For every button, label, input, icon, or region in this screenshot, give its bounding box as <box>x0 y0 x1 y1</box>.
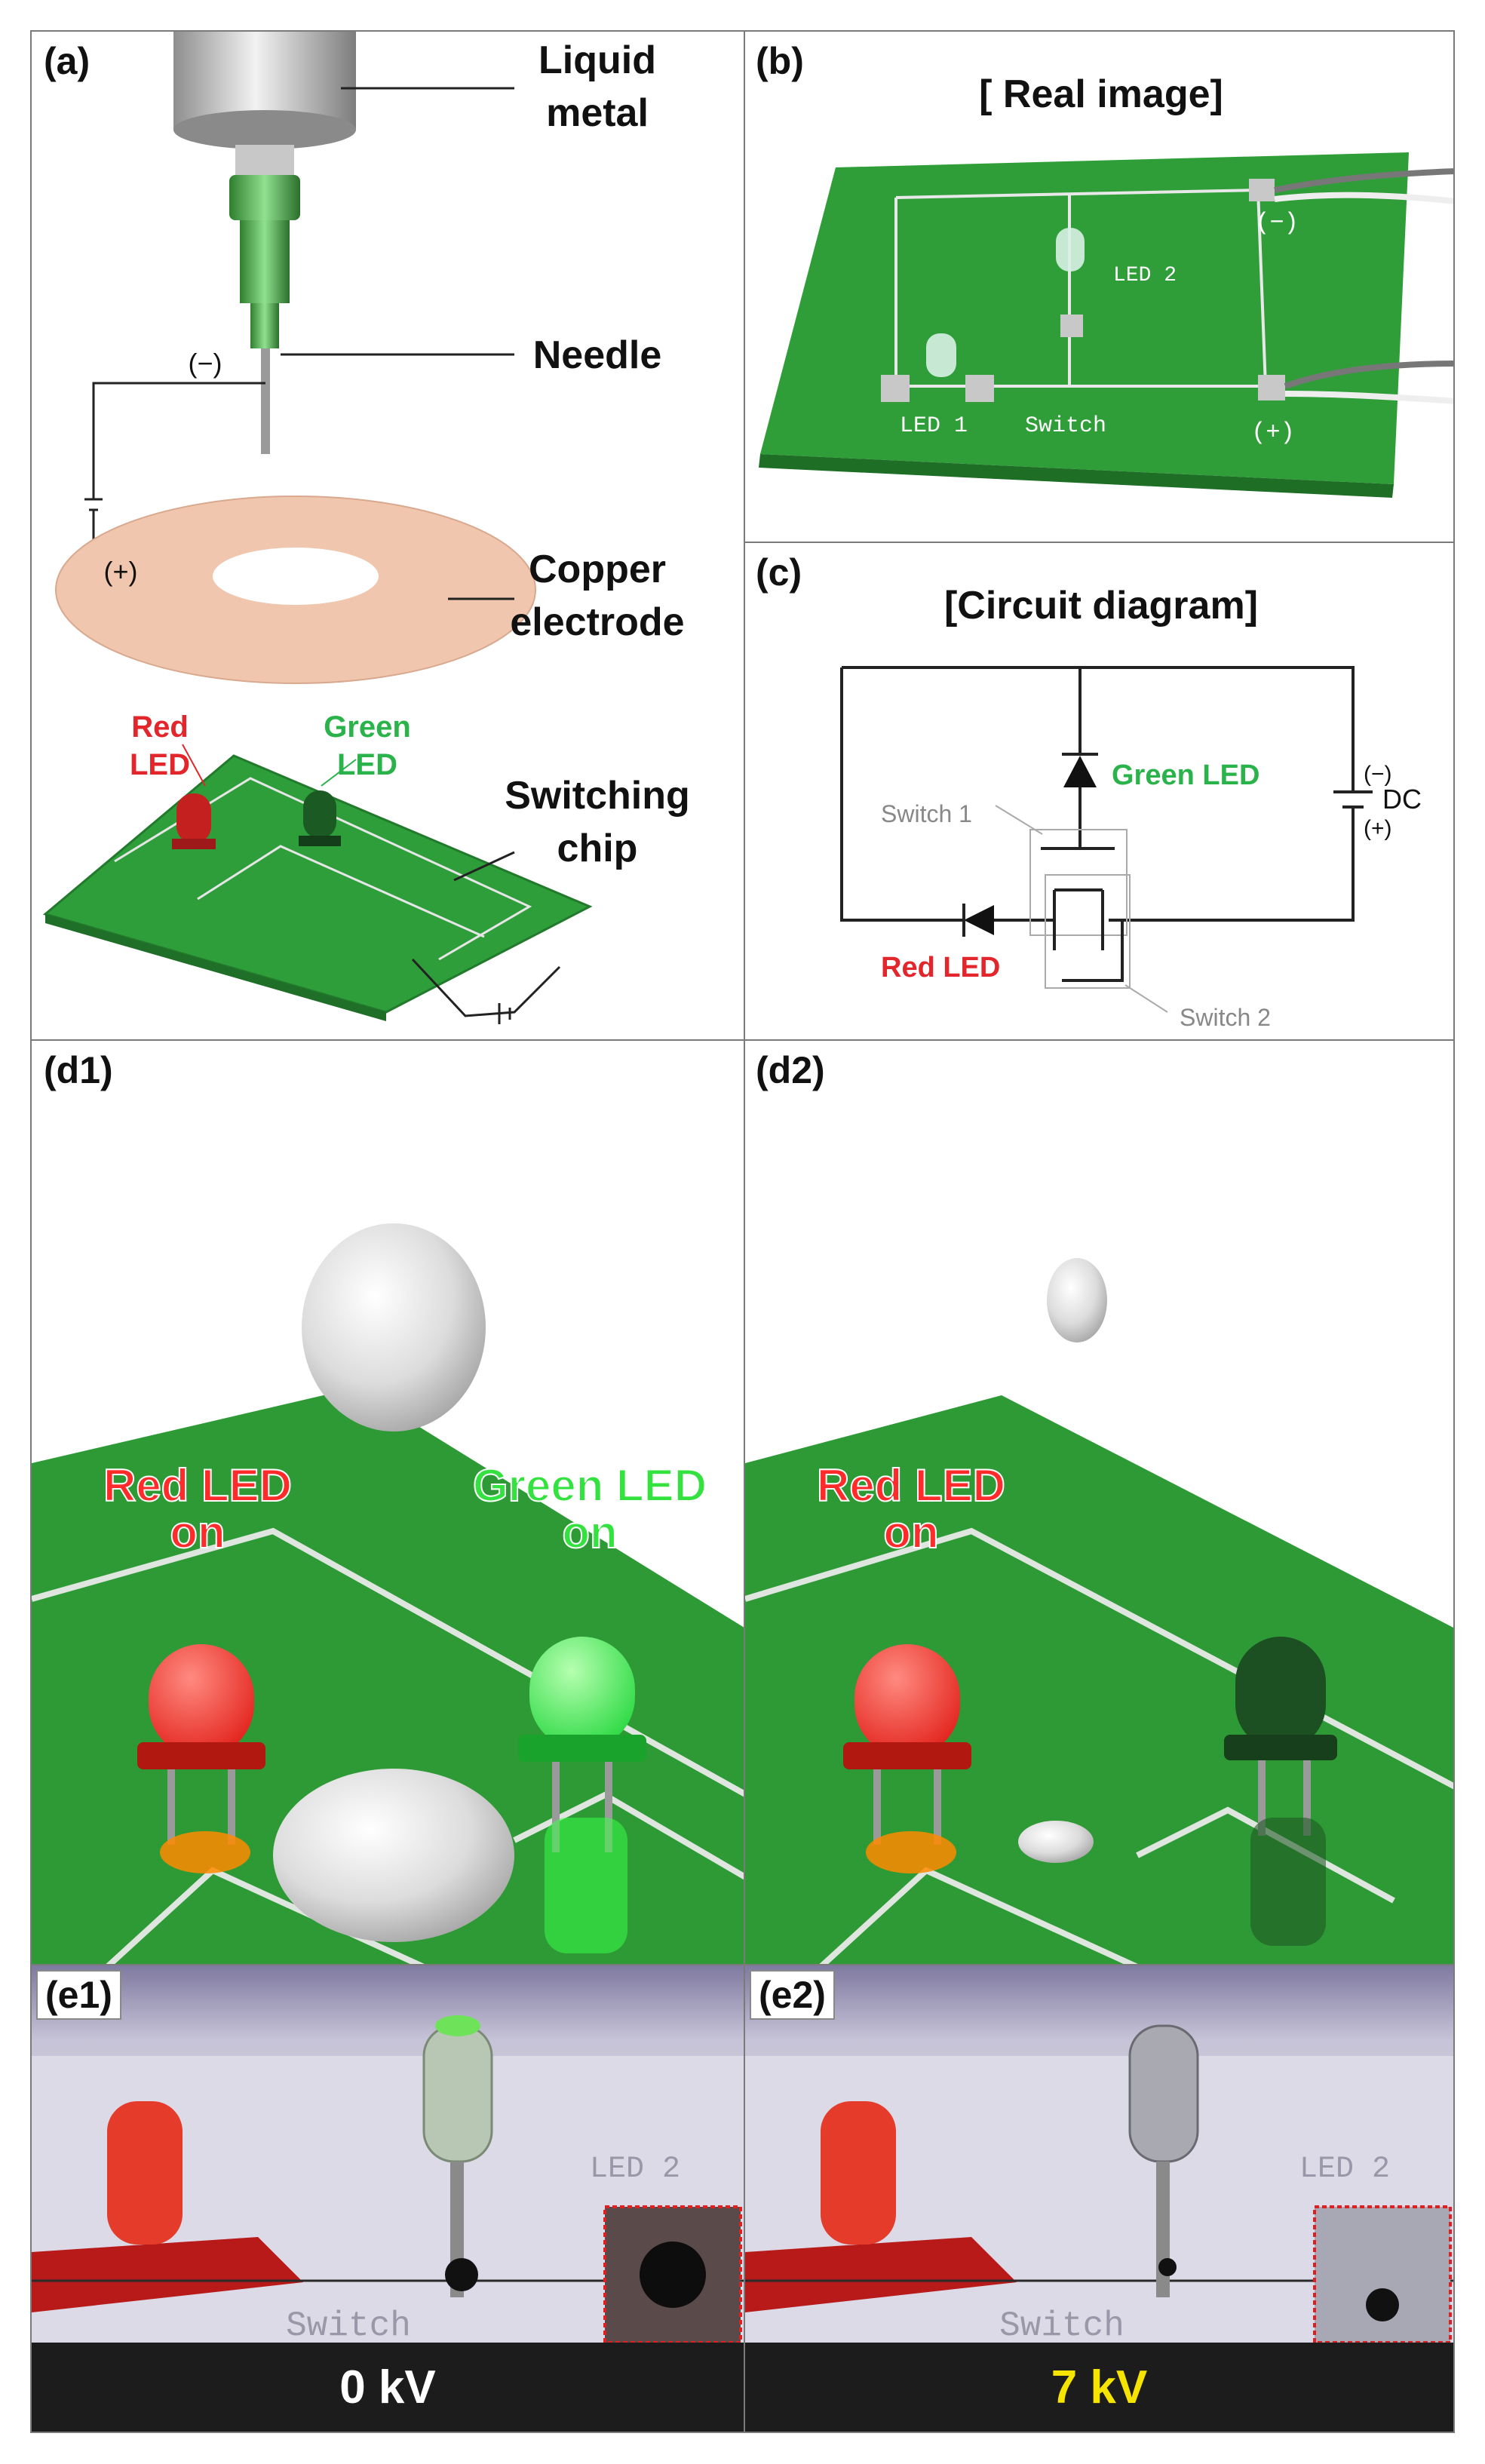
panel-e1-photo: LED 2 Switch <box>32 1965 744 2346</box>
panel-c-label: (c) <box>756 551 802 594</box>
red-led-3d <box>137 1644 265 1873</box>
green-led-on-line1: Green LED <box>473 1460 707 1511</box>
liquid-metal-label-1: Liquid <box>538 38 656 82</box>
panel-b-label: (b) <box>756 40 804 82</box>
pcb-led2-label: LED 2 <box>1113 264 1177 287</box>
circuit-switch1-label: Switch 1 <box>881 800 972 827</box>
falling-droplet <box>302 1223 486 1431</box>
panel-c-title: [Circuit diagram] <box>944 584 1258 628</box>
red-led-on-line2: on <box>170 1507 225 1557</box>
panel-d1-render: Red LED on Green LED on <box>32 1223 744 1964</box>
panel-a: (a) <box>30 30 745 1041</box>
circuit-red-led-label: Red LED <box>881 952 1000 983</box>
d2-red-led-on-line1: Red LED <box>817 1460 1005 1511</box>
circuit-switch2-label: Switch 2 <box>1180 1004 1271 1031</box>
e2-voltage: 7 kV <box>745 2343 1453 2432</box>
circuit-dc-label: DC <box>1382 784 1422 815</box>
circuit-diagram: [Circuit diagram] Green LED Red LED Swit… <box>840 584 1422 1031</box>
panel-d2-label: (d2) <box>756 1049 825 1091</box>
e1-voltage: 0 kV <box>32 2343 744 2432</box>
red-led-on-line1: Red LED <box>103 1460 292 1511</box>
small-dome-droplet <box>1018 1821 1094 1863</box>
green-led-on-line2: on <box>562 1507 617 1557</box>
red-led-label-1: Red <box>131 710 189 744</box>
d2-red-led-on-line2: on <box>883 1507 938 1557</box>
dome-droplet <box>273 1769 514 1942</box>
circuit-plus-label: (+) <box>1364 816 1392 841</box>
pcb-pads <box>881 179 1285 402</box>
red-led-3d-d2 <box>843 1644 971 1873</box>
falling-droplet-small <box>1047 1258 1107 1342</box>
red-led-label-2: LED <box>130 748 190 781</box>
switching-chip-label-2: chip <box>557 827 638 870</box>
pcb-switch-label: Switch <box>1025 413 1106 439</box>
e2-switch-etched: Switch <box>999 2306 1124 2346</box>
pcb-led1-label: LED 1 <box>900 413 968 439</box>
electrode-plus-label: (+) <box>104 556 138 587</box>
panel-d2-render: Red LED on <box>745 1258 1453 1964</box>
circuit-minus-label: (−) <box>1364 762 1392 787</box>
green-led-3d <box>518 1637 646 1953</box>
e1-led2-etched: LED 2 <box>590 2153 680 2186</box>
panel-a-label: (a) <box>44 40 91 82</box>
panel-e2: LED 2 Switch (e2) 7 kV <box>744 1964 1455 2433</box>
panel-a-illustration: Liquid metal Needle (−) (+) Copper elect… <box>42 32 690 1024</box>
pcb-minus-label: (−) <box>1255 209 1299 237</box>
e1-switch-etched: Switch <box>286 2306 411 2346</box>
panel-d2: (d2) Red LED <box>744 1039 1455 1965</box>
panel-c: (c) [Circuit diagram] Green LED Red LED <box>744 542 1455 1041</box>
copper-label-2: electrode <box>510 600 684 644</box>
switching-chip-label-1: Switching <box>505 774 690 818</box>
e2-led2-etched: LED 2 <box>1299 2153 1390 2186</box>
panel-d1: (d1) <box>30 1039 745 1965</box>
panel-e2-label: (e2) <box>750 1970 835 2020</box>
switching-chip-illustration <box>42 754 593 1024</box>
copper-electrode-illustration <box>55 496 536 684</box>
needle-minus-label: (−) <box>189 348 222 379</box>
green-led-label-1: Green <box>324 710 411 744</box>
syringe-illustration <box>173 32 356 454</box>
circuit-green-led-label: Green LED <box>1112 759 1259 791</box>
panel-d1-label: (d1) <box>44 1049 113 1091</box>
green-led-label-2: LED <box>337 748 397 781</box>
panel-b-title: [ Real image] <box>979 72 1223 116</box>
needle-label: Needle <box>533 333 662 377</box>
panel-e2-photo: LED 2 Switch <box>745 1965 1453 2346</box>
panel-e1-label: (e1) <box>36 1970 121 2020</box>
liquid-metal-label-2: metal <box>546 91 649 135</box>
panel-e1: LED 2 Switch (e1) 0 kV <box>30 1964 745 2433</box>
led-photos <box>926 228 1085 377</box>
pcb-plus-label: (+) <box>1251 419 1295 446</box>
wires <box>1274 168 1453 404</box>
green-led-off-3d <box>1224 1637 1337 1946</box>
panel-b-photo: (−) (+) LED 1 LED 2 Switch [ Real image] <box>759 72 1453 498</box>
copper-label-1: Copper <box>529 548 666 591</box>
panel-b: (−) (+) LED 1 LED 2 Switch [ Real image]… <box>744 30 1455 543</box>
